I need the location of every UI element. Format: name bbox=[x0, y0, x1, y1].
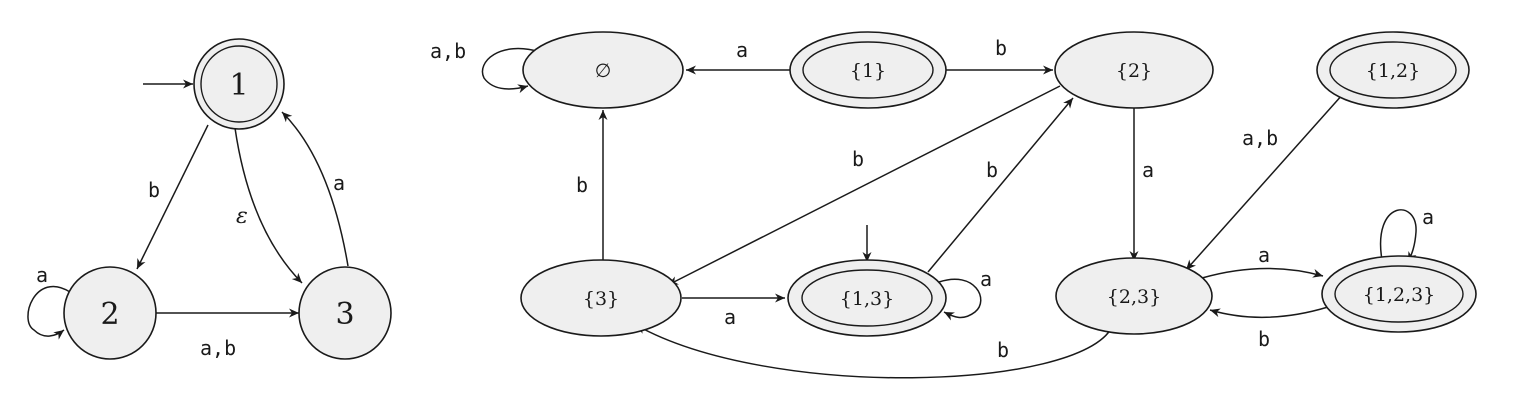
dfa-edge-label-loop-q13: a bbox=[980, 267, 992, 291]
nfa-edge-label-2-3: a,b bbox=[200, 336, 236, 360]
dfa-edge-label-loop-empty: a,b bbox=[430, 39, 466, 63]
dfa-edge-label-loop-q123: a bbox=[1422, 205, 1434, 229]
nfa-edge-3-1 bbox=[281, 111, 349, 267]
dfa-state-q13-label: {1,3} bbox=[840, 288, 894, 310]
nfa-diagram: b ε a a,b a 1 2 3 bbox=[27, 38, 392, 360]
dfa-edge-label-q2-q3: b bbox=[852, 147, 864, 171]
dfa-edge-label-q23-q3: b bbox=[997, 338, 1009, 362]
nfa-state-1-label: 1 bbox=[229, 68, 248, 103]
dfa-edge-q123-q23 bbox=[1209, 306, 1329, 319]
dfa-loop-q123 bbox=[1379, 209, 1417, 263]
dfa-state-q23-label: {2,3} bbox=[1107, 286, 1161, 308]
dfa-edge-label-q12-q23: a,b bbox=[1242, 126, 1278, 150]
dfa-state-q2: {2} bbox=[1054, 31, 1214, 109]
nfa-edge-label-1-3: ε bbox=[236, 204, 248, 229]
nfa-edge-1-3 bbox=[234, 127, 303, 284]
dfa-state-q3-label: {3} bbox=[583, 288, 619, 310]
dfa-state-q1-label: {1} bbox=[850, 60, 886, 82]
dfa-state-q123-label: {1,2,3} bbox=[1363, 284, 1436, 306]
dfa-edge-label-q13-q2: b bbox=[986, 158, 998, 182]
dfa-edge-label-q2-q23: a bbox=[1142, 158, 1154, 182]
dfa-edge-q23-q3 bbox=[635, 324, 1113, 379]
nfa-state-3-label: 3 bbox=[335, 297, 354, 332]
dfa-state-q1: {1} bbox=[789, 31, 947, 109]
dfa-diagram: a,b a b b b b a a,b a a a b a b ∅ {1} {2… bbox=[430, 31, 1477, 379]
dfa-state-empty-label: ∅ bbox=[595, 60, 612, 82]
dfa-edge-q13-q2 bbox=[927, 97, 1074, 273]
nfa-edge-label-loop-2: a bbox=[36, 263, 48, 287]
dfa-edge-label-q1-empty: a bbox=[736, 38, 748, 62]
dfa-state-q2-label: {2} bbox=[1116, 60, 1152, 82]
dfa-state-q3: {3} bbox=[520, 259, 682, 337]
dfa-state-q13: {1,3} bbox=[787, 259, 947, 337]
dfa-edge-q23-q123 bbox=[1201, 267, 1324, 279]
dfa-edge-label-q123-q23: b bbox=[1258, 327, 1270, 351]
dfa-edge-q12-q23 bbox=[1185, 93, 1344, 271]
dfa-loop-q13 bbox=[938, 278, 982, 321]
dfa-edge-label-q3-q13: a bbox=[724, 305, 736, 329]
dfa-state-q12: {1,2} bbox=[1316, 31, 1470, 109]
nfa-state-2-label: 2 bbox=[100, 297, 119, 332]
dfa-state-q123: {1,2,3} bbox=[1321, 255, 1477, 333]
nfa-state-1: 1 bbox=[193, 38, 285, 130]
nfa-state-3: 3 bbox=[298, 266, 392, 360]
nfa-loop-2 bbox=[27, 285, 71, 340]
dfa-edge-label-q23-q123: a bbox=[1258, 243, 1270, 267]
dfa-loop-empty bbox=[481, 47, 541, 94]
nfa-state-2: 2 bbox=[63, 266, 157, 360]
dfa-edge-label-q3-empty: b bbox=[576, 173, 588, 197]
dfa-state-q12-label: {1,2} bbox=[1366, 60, 1420, 82]
dfa-state-empty: ∅ bbox=[522, 31, 684, 109]
nfa-edge-1-2 bbox=[136, 124, 209, 270]
dfa-edge-q2-q3 bbox=[667, 85, 1061, 286]
dfa-edge-label-q1-q2: b bbox=[995, 36, 1007, 60]
nfa-edge-label-3-1: a bbox=[333, 171, 345, 195]
nfa-edge-label-1-2: b bbox=[148, 178, 160, 202]
dfa-state-q23: {2,3} bbox=[1055, 257, 1213, 335]
